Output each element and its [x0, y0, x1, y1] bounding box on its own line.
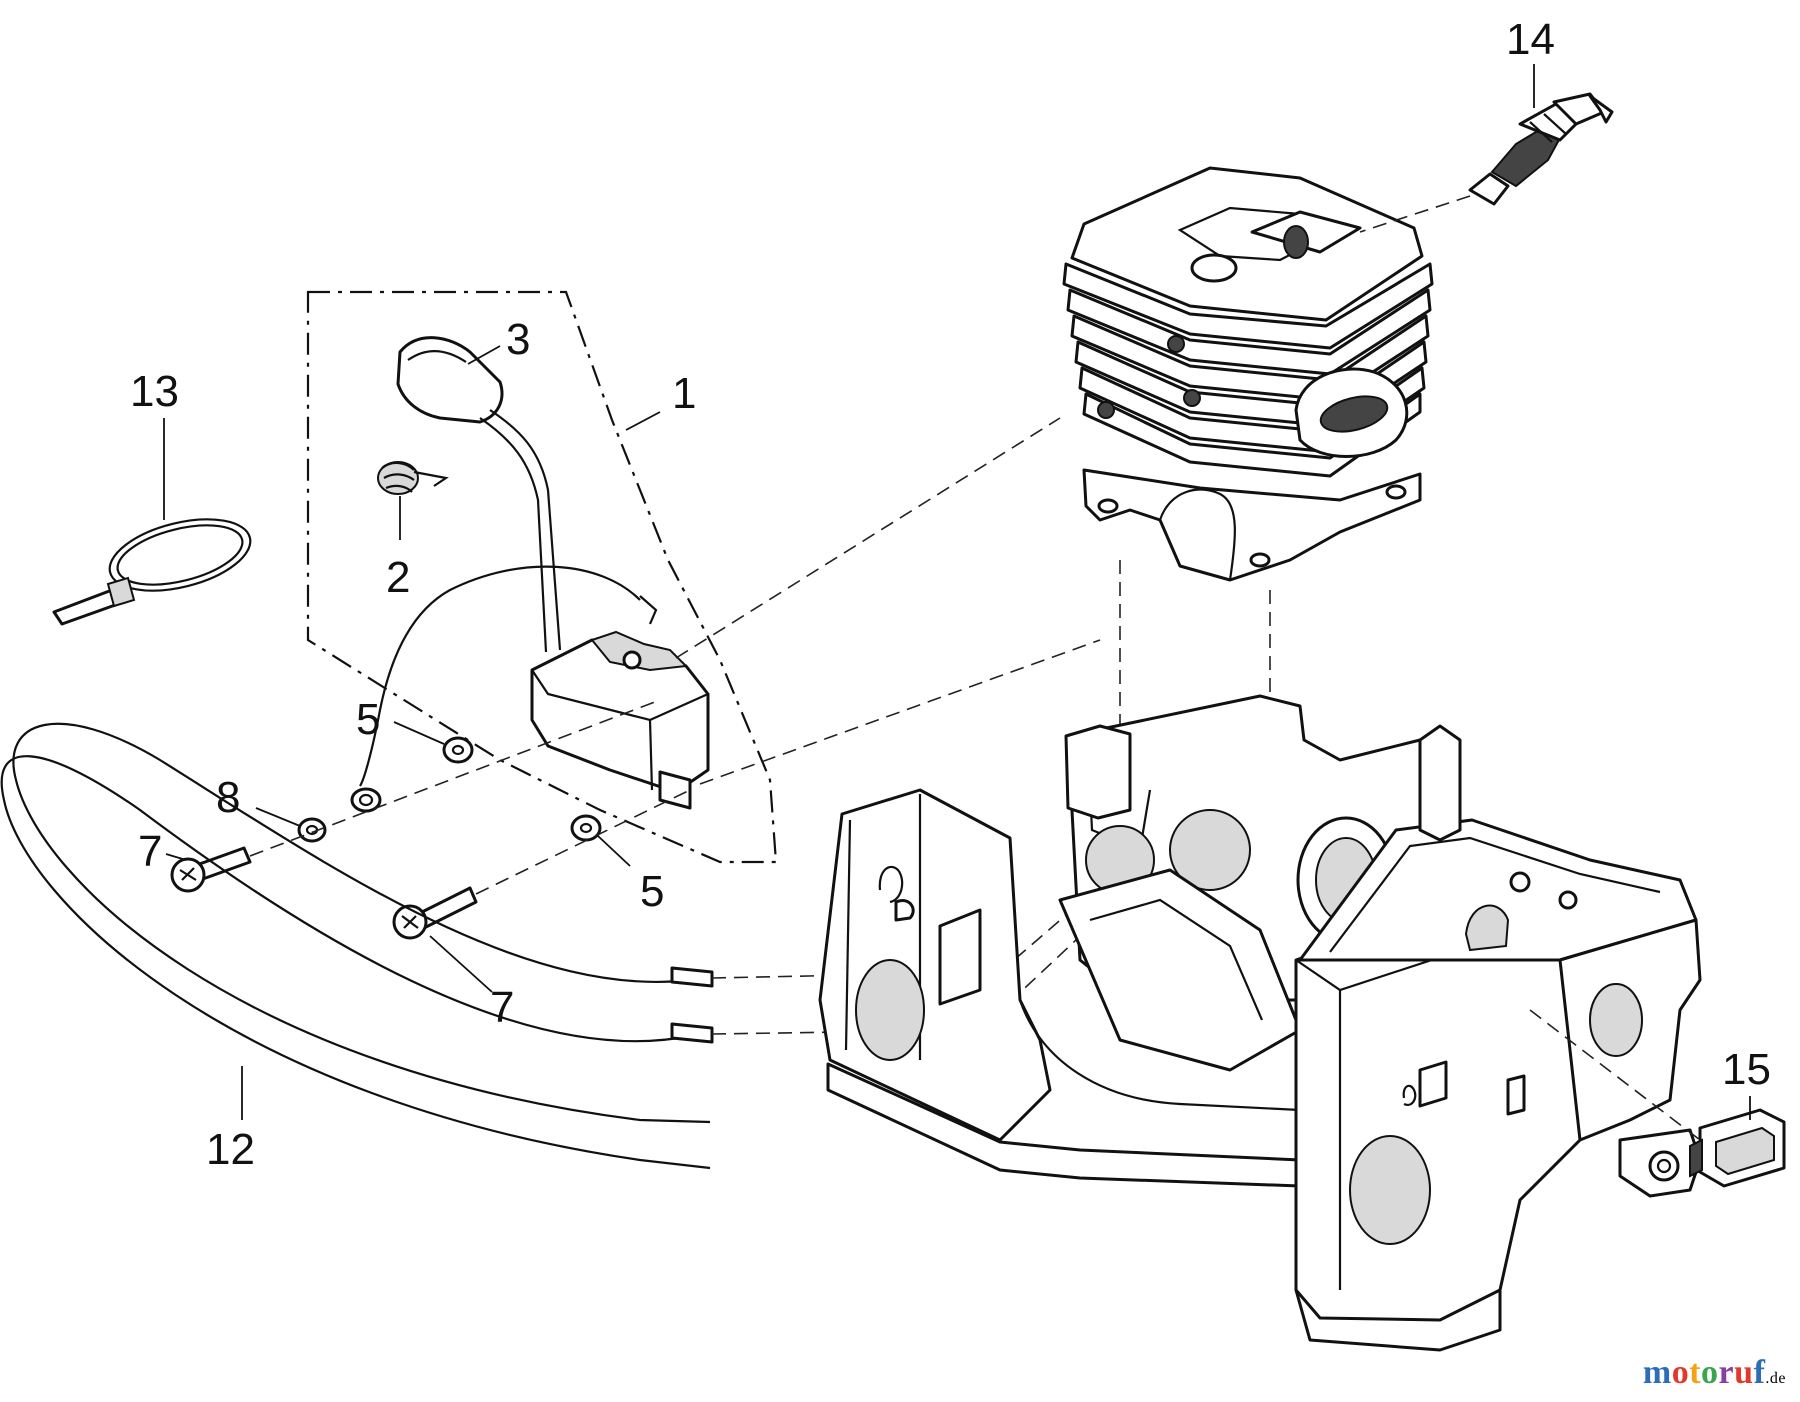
callout-13: 13	[130, 367, 179, 416]
leader-5a	[393, 721, 445, 745]
watermark-letter: r	[1718, 1354, 1735, 1391]
crankcase	[818, 694, 1702, 1352]
spring-clip	[377, 461, 449, 495]
axis-line-lower	[475, 789, 691, 895]
watermark-letter: o	[1701, 1354, 1719, 1391]
washer-ground	[297, 817, 327, 843]
leader-8	[255, 807, 301, 827]
callout-1: 1	[672, 369, 696, 418]
callout-12: 12	[206, 1125, 255, 1174]
callout-2: 2	[386, 553, 410, 602]
ground-ring-terminal	[350, 787, 382, 813]
callout-7b: 7	[490, 983, 514, 1032]
spark-plug-axis-line	[1359, 195, 1471, 233]
watermark-letter: u	[1734, 1354, 1754, 1391]
callout-5a: 5	[356, 695, 380, 744]
cable-tie	[52, 518, 252, 626]
watermark-suffix: .de	[1765, 1370, 1786, 1387]
spark-plug-boot	[396, 336, 562, 653]
callout-5b: 5	[640, 867, 664, 916]
axis-line-upper	[249, 699, 661, 857]
watermark-letter: o	[1671, 1354, 1690, 1391]
coil-to-cylinder-line	[675, 417, 1061, 659]
stop-switch-axis-line	[1529, 1009, 1701, 1141]
spark-plug	[1468, 92, 1614, 206]
ignition-assembly-boundary	[306, 290, 778, 864]
callout-15: 15	[1722, 1045, 1771, 1094]
motoruf-watermark: motoruf.de	[1643, 1354, 1786, 1392]
stop-switch	[1689, 1108, 1786, 1188]
screw-upper	[170, 846, 252, 893]
leader-1	[625, 411, 661, 431]
wire-harness	[0, 722, 714, 1170]
leader-3	[467, 345, 501, 365]
washer-upper	[442, 736, 474, 764]
callout-8: 8	[216, 773, 240, 822]
callout-14: 14	[1506, 15, 1555, 64]
ignition-coil	[530, 595, 710, 810]
callout-3: 3	[506, 315, 530, 364]
leader-5b	[597, 835, 631, 867]
leader-7a	[165, 853, 187, 861]
callout-7a: 7	[138, 827, 162, 876]
leader-7b	[429, 935, 493, 993]
coil-to-crankcase-line	[699, 639, 1101, 785]
cylinder	[1062, 166, 1434, 582]
watermark-letter: f	[1753, 1354, 1766, 1391]
ground-wire	[359, 565, 641, 787]
watermark-letter: t	[1689, 1354, 1702, 1391]
screw-lower	[392, 886, 478, 940]
watermark-letter: m	[1642, 1354, 1672, 1391]
